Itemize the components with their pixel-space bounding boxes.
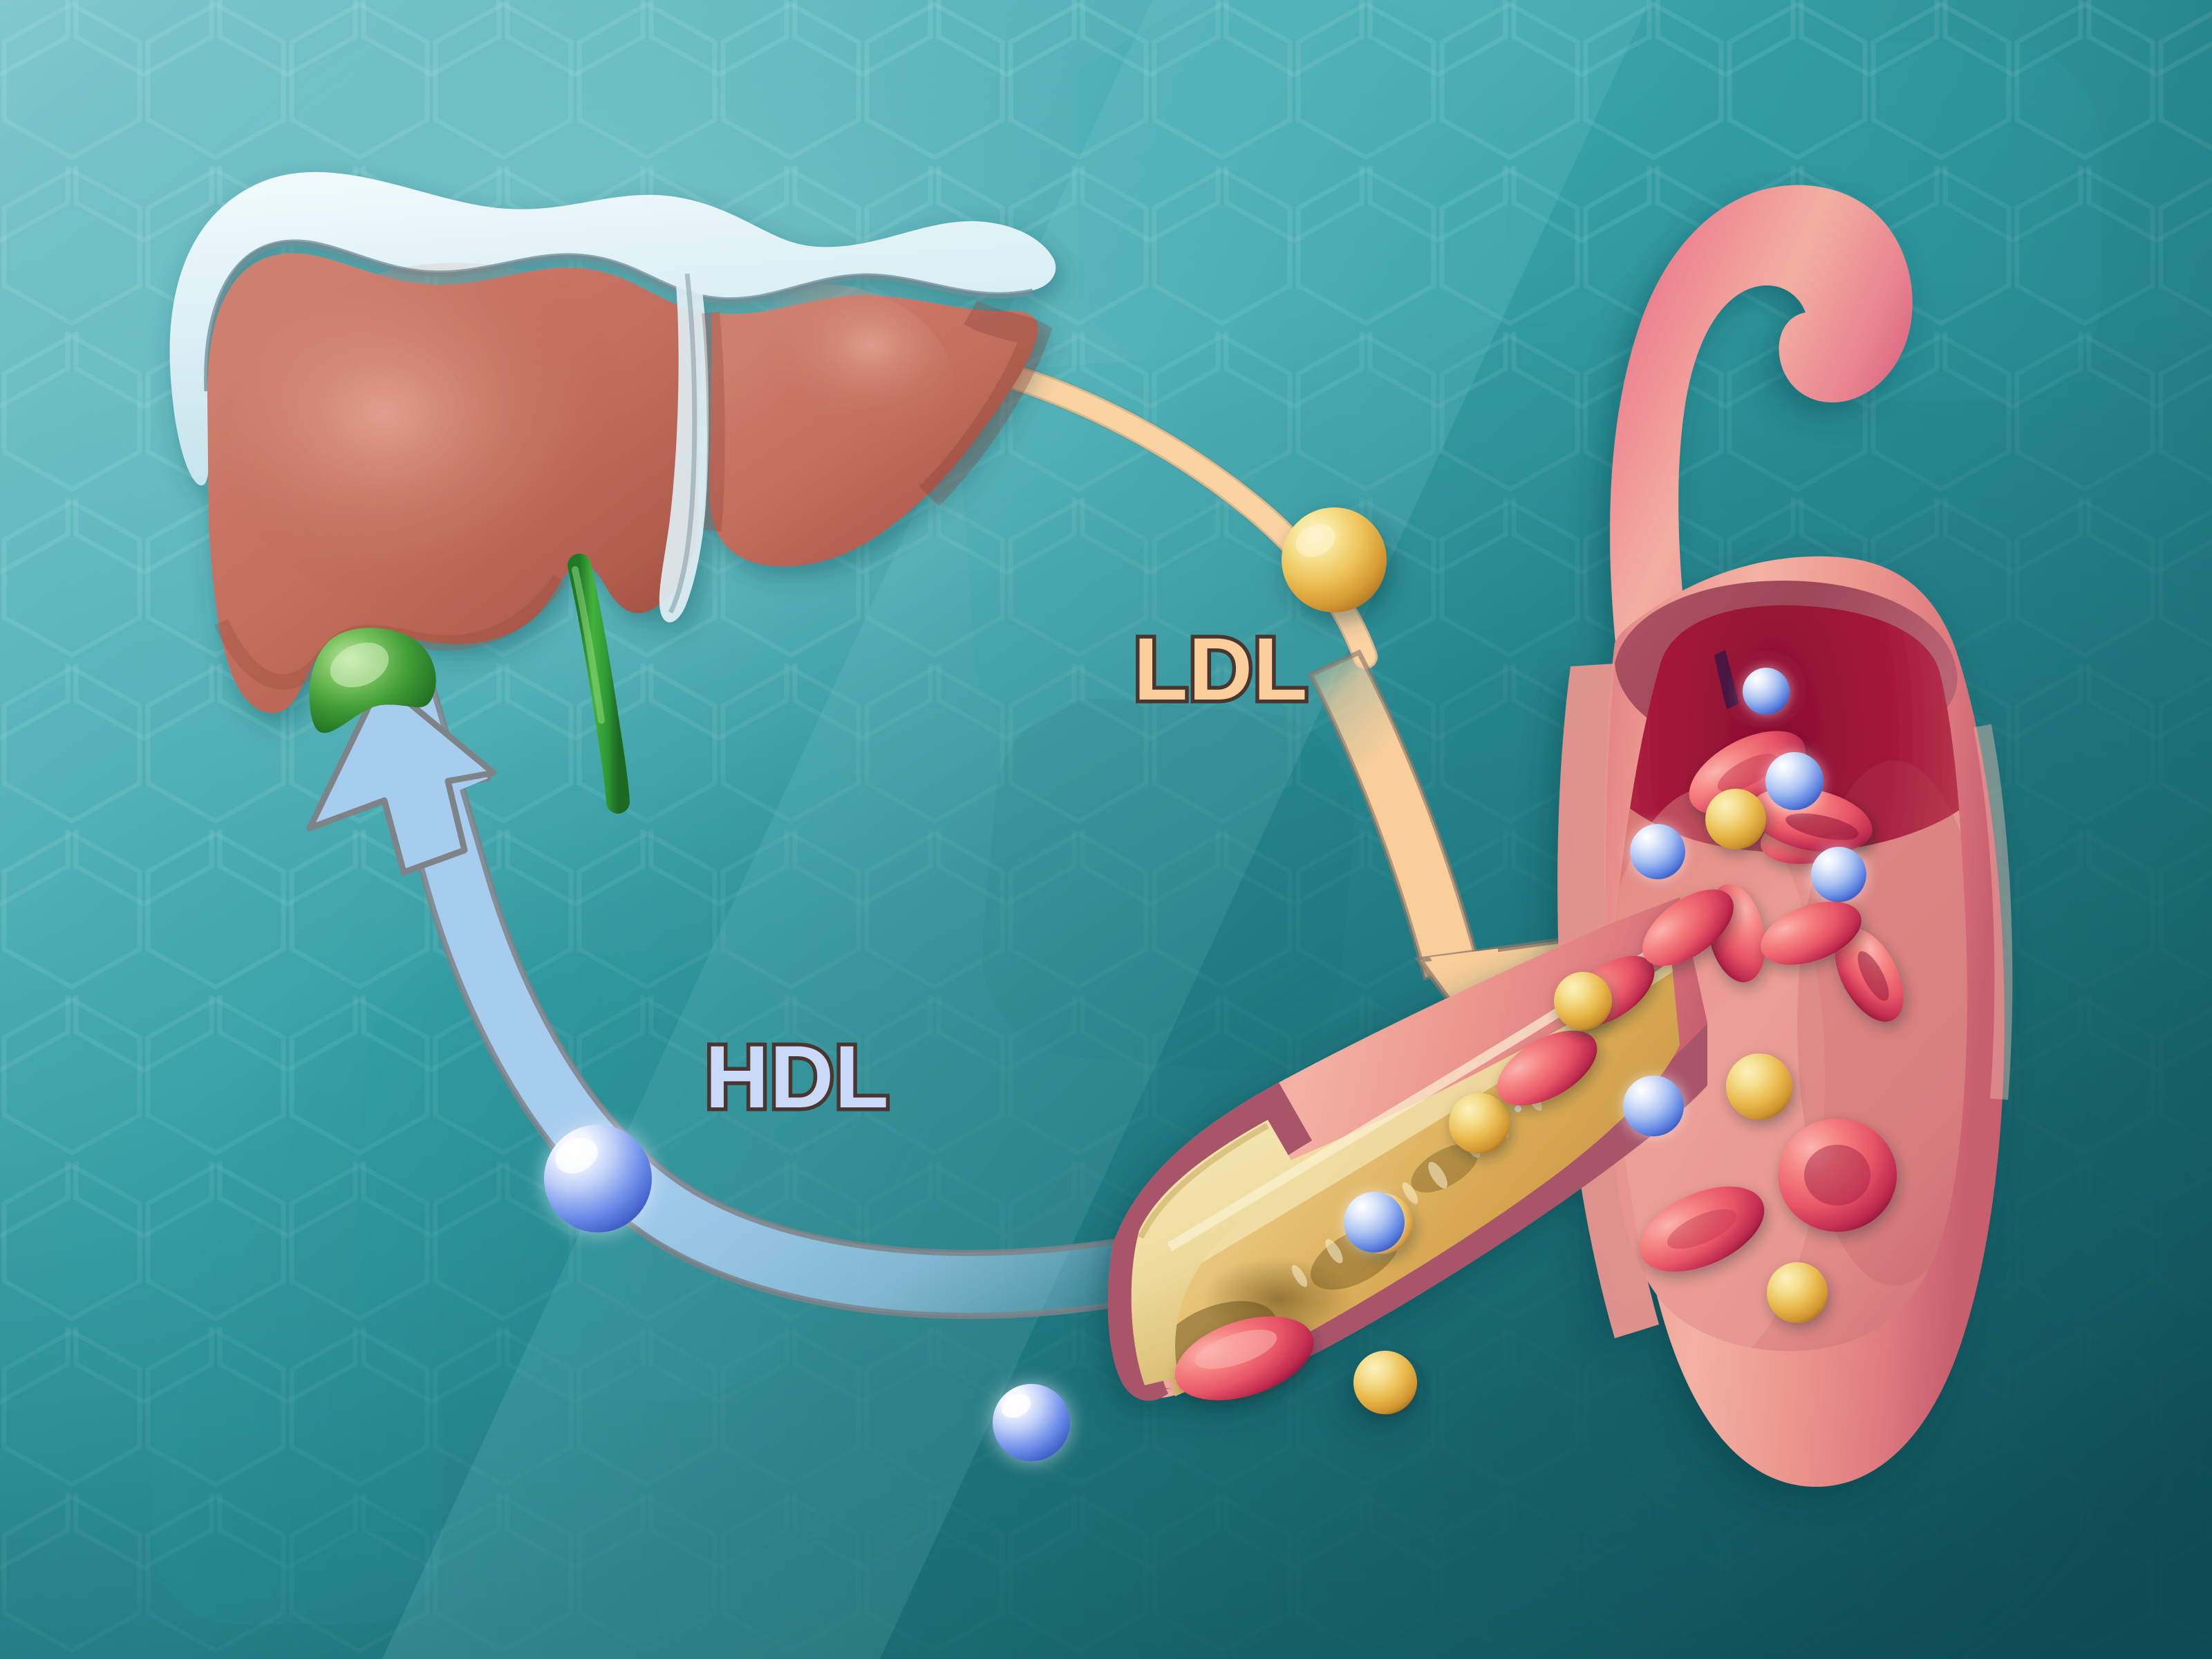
hdl-cholesterol-particle xyxy=(1765,752,1824,810)
red-blood-cell xyxy=(1835,928,1904,1022)
lumen-contents xyxy=(1639,668,1904,1323)
hdl-cholesterol-particle xyxy=(1630,824,1685,879)
red-blood-cell xyxy=(1497,1030,1597,1106)
hdl-cholesterol-particle xyxy=(993,1384,1070,1461)
ldl-cholesterol-particle xyxy=(1726,1053,1792,1120)
liver-capsule xyxy=(169,171,1056,486)
plaque-cut-face xyxy=(1131,1120,1302,1385)
hdl-cholesterol-particle xyxy=(544,1125,652,1232)
hdl-arrow-head xyxy=(306,677,497,876)
plaque-particles xyxy=(1344,1076,1684,1414)
liver-falciform-ligament xyxy=(659,271,709,623)
hdl-label: HDL xyxy=(702,1028,893,1127)
ldl-cholesterol-particle xyxy=(1705,789,1766,850)
red-blood-cell xyxy=(1689,731,1806,815)
ldl-cholesterol-particle xyxy=(1449,1093,1510,1154)
ldl-label: LDL xyxy=(1130,620,1311,719)
artery-upper-segment xyxy=(1610,185,1913,654)
ldl-cholesterol-particle xyxy=(1282,507,1387,612)
red-blood-cell xyxy=(1174,1316,1314,1400)
gallbladder xyxy=(309,628,436,733)
hdl-cholesterol-particle xyxy=(1623,1076,1684,1136)
ldl-cholesterol-particle xyxy=(1554,972,1612,1030)
hdl-cholesterol-particle xyxy=(1811,847,1866,902)
red-blood-cell xyxy=(1761,901,1862,965)
hdl-cholesterol-particle xyxy=(1743,668,1790,715)
ldl-cholesterol-particle xyxy=(1767,1262,1828,1323)
hdl-cholesterol-particle xyxy=(1344,1192,1405,1253)
red-blood-cell xyxy=(1642,889,1734,966)
ldl-cholesterol-particle xyxy=(1353,1351,1417,1414)
red-blood-cell xyxy=(1639,1186,1765,1272)
bile-duct xyxy=(568,554,630,814)
red-blood-cell xyxy=(1778,1118,1897,1232)
